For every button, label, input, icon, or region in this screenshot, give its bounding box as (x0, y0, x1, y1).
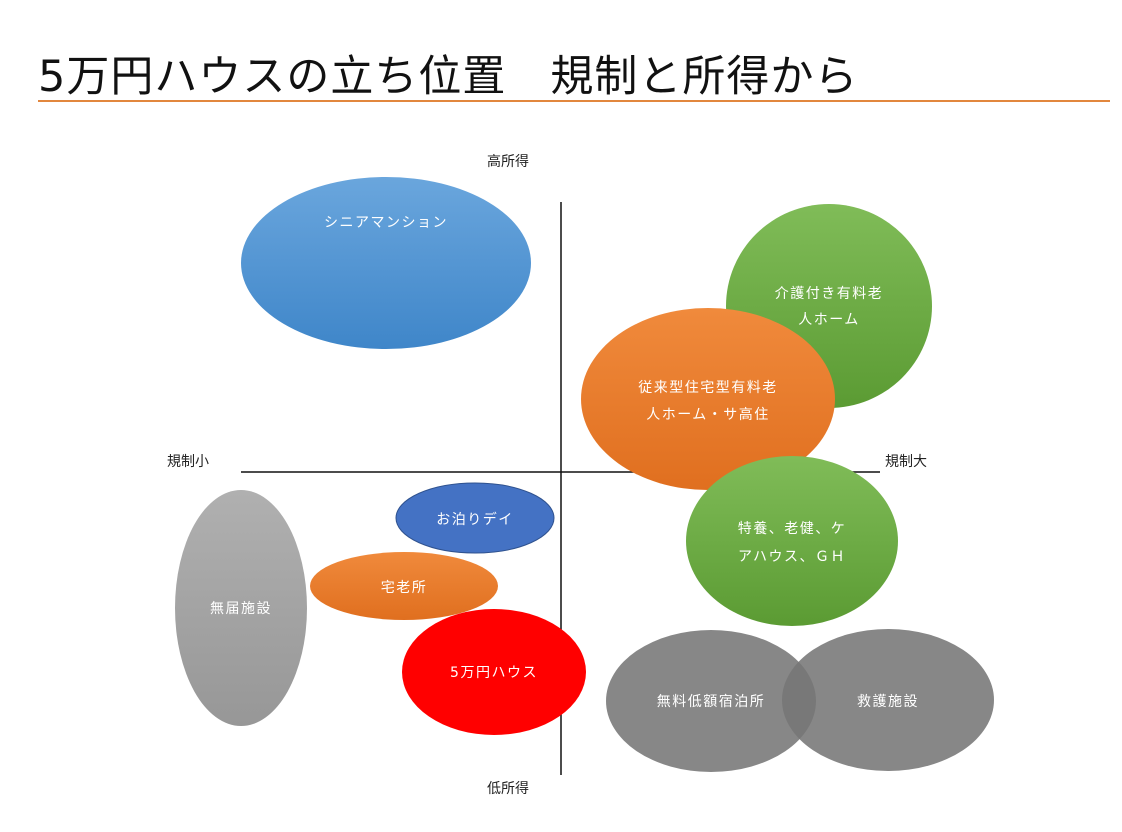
bubble-label: 介護付き有料老 (775, 286, 884, 302)
bubble-label: お泊りデイ (436, 511, 514, 528)
bubble-label: シニアマンション (324, 215, 448, 231)
bubble-senior-mansion: シニアマンション (241, 177, 531, 349)
bubble-otomari-day: お泊りデイ (395, 482, 555, 554)
bubble-juraigata: 従来型住宅型有料老 人ホーム・サ高住 (581, 308, 835, 490)
bubble-tokuyo: 特養、老健、ケ アハウス、ＧＨ (686, 456, 898, 626)
bubble-label: 人ホーム (798, 312, 860, 328)
axis-label-high-regulation: 規制大 (885, 454, 927, 470)
bubble-label: 5万円ハウス (450, 665, 538, 681)
bubble-label: アハウス、ＧＨ (738, 549, 846, 565)
title-underline (38, 100, 1110, 102)
bubble-takurosho: 宅老所 (310, 552, 498, 620)
bubble-label: 宅老所 (381, 580, 428, 596)
bubble-muryo-teigaku: 無料低額宿泊所 (606, 630, 816, 772)
slide-title: 5万円ハウスの立ち位置 規制と所得から (38, 52, 859, 102)
axis-label-low-income: 低所得 (487, 780, 529, 797)
bubble-kyugo: 救護施設 (782, 629, 994, 771)
bubble-goman-house: 5万円ハウス (402, 609, 586, 735)
bubble-mutodoke: 無届施設 (175, 490, 307, 726)
axis-label-low-regulation: 規制小 (167, 454, 209, 470)
bubble-label: 従来型住宅型有料老 (638, 380, 778, 396)
bubble-label: 無料低額宿泊所 (657, 693, 766, 710)
bubble-label: 特養、老健、ケ (738, 520, 847, 537)
bubble-label: 人ホーム・サ高住 (646, 406, 770, 423)
bubble-label: 無届施設 (210, 601, 272, 617)
axis-label-high-income: 高所得 (487, 153, 529, 170)
bubble-label: 救護施設 (857, 694, 919, 710)
